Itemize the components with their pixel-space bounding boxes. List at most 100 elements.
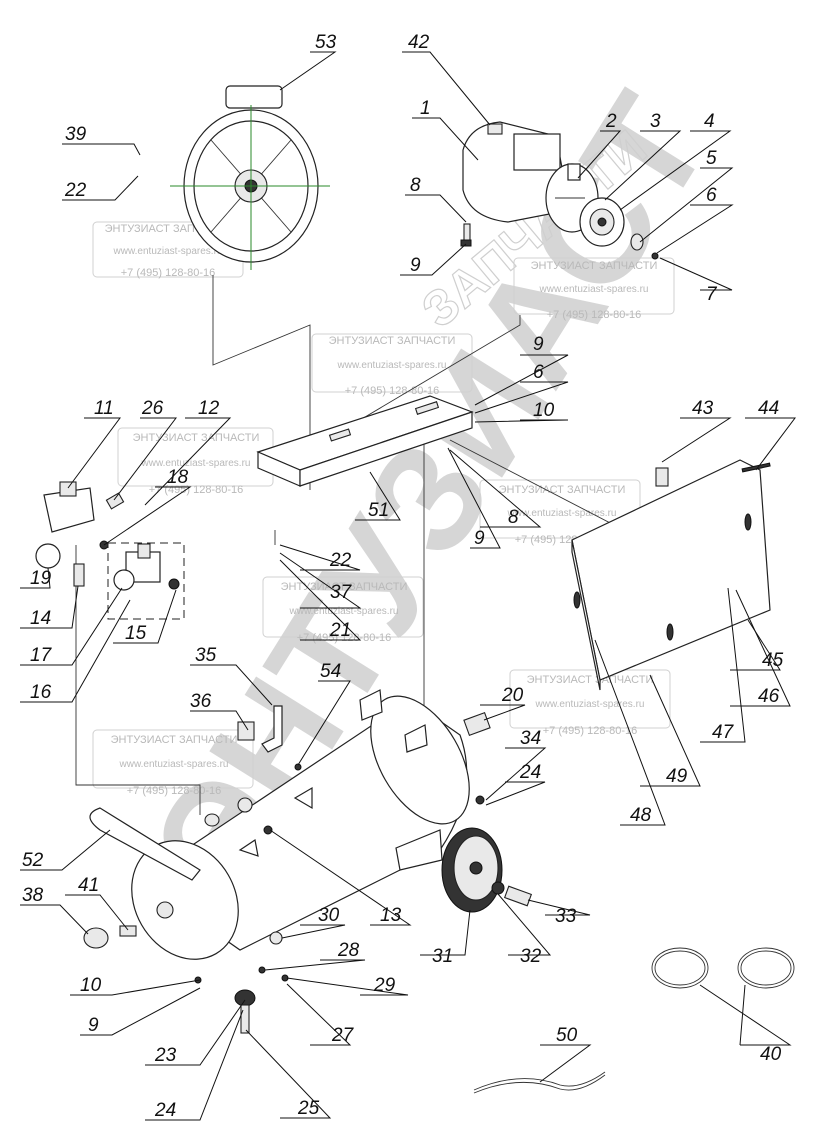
callout-23: 23 (154, 1045, 177, 1066)
callout-46: 46 (758, 686, 780, 707)
callout-4: 4 (704, 111, 715, 132)
belt-guard (571, 459, 771, 691)
callout-15: 15 (125, 623, 147, 644)
wm-site: www.entuziast-spares.ru (141, 458, 251, 469)
watermark-stamp-2: ЭНТУЗИАСТ ЗАПЧАСТИ www.entuziast-spares.… (513, 257, 675, 321)
hoses-and-cable (473, 947, 795, 1094)
electric-motor (460, 121, 659, 260)
callout-51: 51 (368, 500, 389, 521)
wm-company: ЭНТУЗИАСТ ЗАПЧАСТИ (281, 581, 408, 593)
callout-9-low: 9 (474, 528, 485, 549)
callout-53: 53 (315, 32, 337, 53)
wm-company: ЭНТУЗИАСТ ЗАПЧАСТИ (133, 432, 260, 444)
callout-6: 6 (706, 185, 717, 206)
callout-45: 45 (762, 650, 784, 671)
callout-numbers: 53 42 1 2 3 4 5 6 7 39 22 8 9 9 6 10 11 … (22, 32, 784, 1121)
callout-21: 21 (329, 620, 351, 641)
air-tank (131, 689, 470, 960)
leader-lines (20, 51, 796, 1121)
callout-26: 26 (141, 398, 164, 419)
wm-site: www.entuziast-spares.ru (113, 246, 223, 257)
callout-37: 37 (330, 582, 353, 603)
wm-site: www.entuziast-spares.ru (337, 360, 447, 371)
watermark-stamp-8: ЭНТУЗИАСТ ЗАПЧАСТИ www.entuziast-spares.… (92, 729, 254, 797)
callout-10-mid: 10 (533, 400, 555, 421)
wm-phone: +7 (495) 128-80-16 (149, 484, 243, 496)
callout-2: 2 (605, 111, 617, 132)
callout-32: 32 (520, 946, 542, 967)
callout-47: 47 (712, 722, 735, 743)
callout-17: 17 (30, 645, 53, 666)
wm-company: ЭНТУЗИАСТ ЗАПЧАСТИ (527, 674, 654, 686)
cooling-fan (170, 85, 330, 270)
callout-38: 38 (22, 885, 44, 906)
watermark-stamp-4: ЭНТУЗИАСТ ЗАПЧАСТИ www.entuziast-spares.… (117, 427, 274, 496)
callout-11: 11 (94, 398, 114, 419)
callout-49: 49 (666, 766, 688, 787)
callout-24-bottom: 24 (154, 1100, 176, 1121)
wm-site: www.entuziast-spares.ru (119, 759, 229, 770)
callout-22-mid: 22 (329, 550, 352, 571)
callout-12: 12 (198, 398, 220, 419)
wm-phone: +7 (495) 128-80-16 (345, 385, 439, 397)
callout-39: 39 (65, 124, 87, 145)
callout-8-mid: 8 (508, 507, 519, 528)
callout-30: 30 (318, 905, 340, 926)
callout-6-mid: 6 (533, 362, 544, 383)
callout-52: 52 (22, 850, 44, 871)
watermark-stamp-7: ЭНТУЗИАСТ ЗАПЧАСТИ www.entuziast-spares.… (509, 669, 671, 737)
wm-company: ЭНТУЗИАСТ ЗАПЧАСТИ (499, 484, 626, 496)
callout-8-top: 8 (410, 175, 421, 196)
callout-1: 1 (420, 98, 431, 119)
callout-7: 7 (706, 284, 718, 305)
wm-site: www.entuziast-spares.ru (539, 284, 649, 295)
handle (89, 807, 201, 881)
callout-19: 19 (30, 568, 52, 589)
callout-10-low: 10 (80, 975, 102, 996)
wm-site: www.entuziast-spares.ru (535, 699, 645, 710)
callout-20: 20 (501, 685, 524, 706)
wm-phone: +7 (495) 128-80-16 (121, 267, 215, 279)
callout-13: 13 (380, 905, 402, 926)
wm-phone: +7 (495) 128-80-16 (127, 785, 221, 797)
wm-phone: +7 (495) 128-80-16 (297, 632, 391, 644)
wm-phone: +7 (495) 128-80-16 (547, 309, 641, 321)
callout-9-top: 9 (410, 255, 421, 276)
callout-18: 18 (167, 467, 189, 488)
callout-5: 5 (706, 148, 717, 169)
callout-43: 43 (692, 398, 714, 419)
callout-28: 28 (337, 940, 360, 961)
callout-22-top: 22 (64, 180, 87, 201)
wm-site: www.entuziast-spares.ru (289, 606, 399, 617)
wm-company: ЭНТУЗИАСТ ЗАПЧАСТИ (111, 734, 238, 746)
callout-14: 14 (30, 608, 51, 629)
callout-40: 40 (760, 1044, 782, 1065)
wheel (441, 827, 533, 913)
callout-50: 50 (556, 1025, 578, 1046)
callout-48: 48 (630, 805, 652, 826)
callout-16: 16 (30, 682, 52, 703)
wm-site: www.entuziast-spares.ru (507, 508, 617, 519)
watermark-stamp-3: ЭНТУЗИАСТ ЗАПЧАСТИ www.entuziast-spares.… (311, 333, 473, 397)
callout-27: 27 (331, 1025, 355, 1046)
callout-9-bottom: 9 (88, 1015, 99, 1036)
callout-25: 25 (297, 1098, 320, 1119)
wm-company: ЭНТУЗИАСТ ЗАПЧАСТИ (531, 260, 658, 272)
watermark-stamp-6: ЭНТУЗИАСТ ЗАПЧАСТИ www.entuziast-spares.… (262, 576, 424, 644)
callout-34: 34 (520, 728, 541, 749)
callout-29: 29 (373, 975, 396, 996)
callout-42: 42 (408, 32, 430, 53)
callout-24-right: 24 (519, 762, 541, 783)
callout-31: 31 (432, 946, 453, 967)
wm-phone: +7 (495) 128-80-16 (543, 725, 637, 737)
callout-54: 54 (320, 661, 341, 682)
callout-36: 36 (190, 691, 212, 712)
callout-44: 44 (758, 398, 779, 419)
wm-company: ЭНТУЗИАСТ ЗАПЧАСТИ (329, 335, 456, 347)
motor-mounting-plate (256, 395, 474, 487)
pressure-switch-assembly (35, 481, 185, 620)
callout-9-mid: 9 (533, 334, 544, 355)
callout-3: 3 (650, 111, 661, 132)
outlet-fittings (83, 705, 491, 1034)
